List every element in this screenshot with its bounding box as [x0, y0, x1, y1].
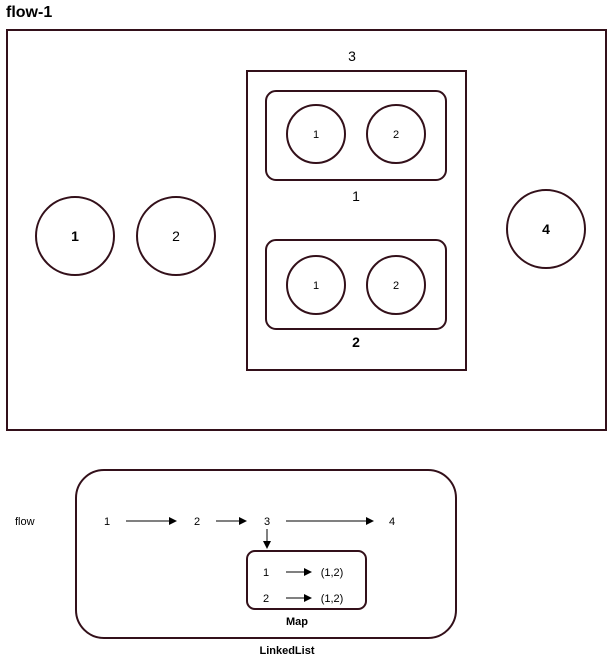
node-circle-2 [136, 196, 216, 276]
map-value-1: (1,2) [321, 567, 344, 579]
node-circle-1 [35, 196, 115, 276]
inner-group-1 [265, 90, 447, 181]
node-label-2: 2 [172, 228, 180, 244]
linkedlist-container [75, 469, 457, 639]
container-label-3: 3 [348, 48, 356, 64]
node-circle-4 [506, 189, 586, 269]
map-value-2: (1,2) [321, 593, 344, 605]
flow-frame [6, 29, 607, 431]
inner-node-1-1 [286, 104, 346, 164]
inner-group-2-label: 2 [352, 334, 360, 350]
map-key-2: 2 [263, 593, 269, 605]
inner-group-1-label: 1 [352, 188, 360, 204]
flow-node-3: 3 [264, 516, 270, 528]
inner-node-2-2 [366, 255, 426, 315]
inner-node-2-1 [286, 255, 346, 315]
linkedlist-label: LinkedList [259, 645, 314, 657]
inner-node-2-1-label: 1 [313, 280, 319, 292]
map-box [246, 550, 367, 610]
flow-node-2: 2 [194, 516, 200, 528]
map-label: Map [286, 616, 308, 628]
inner-node-1-2 [366, 104, 426, 164]
inner-node-2-2-label: 2 [393, 280, 399, 292]
inner-node-1-1-label: 1 [313, 129, 319, 141]
inner-node-1-2-label: 2 [393, 129, 399, 141]
inner-group-2 [265, 239, 447, 330]
map-key-1: 1 [263, 567, 269, 579]
flow-node-1: 1 [104, 516, 110, 528]
node-label-1: 1 [71, 228, 79, 244]
flow-row-label: flow [15, 516, 35, 528]
flow-node-4: 4 [389, 516, 395, 528]
container-3 [246, 70, 467, 371]
node-label-4: 4 [542, 221, 550, 237]
diagram-title: flow-1 [6, 4, 52, 21]
